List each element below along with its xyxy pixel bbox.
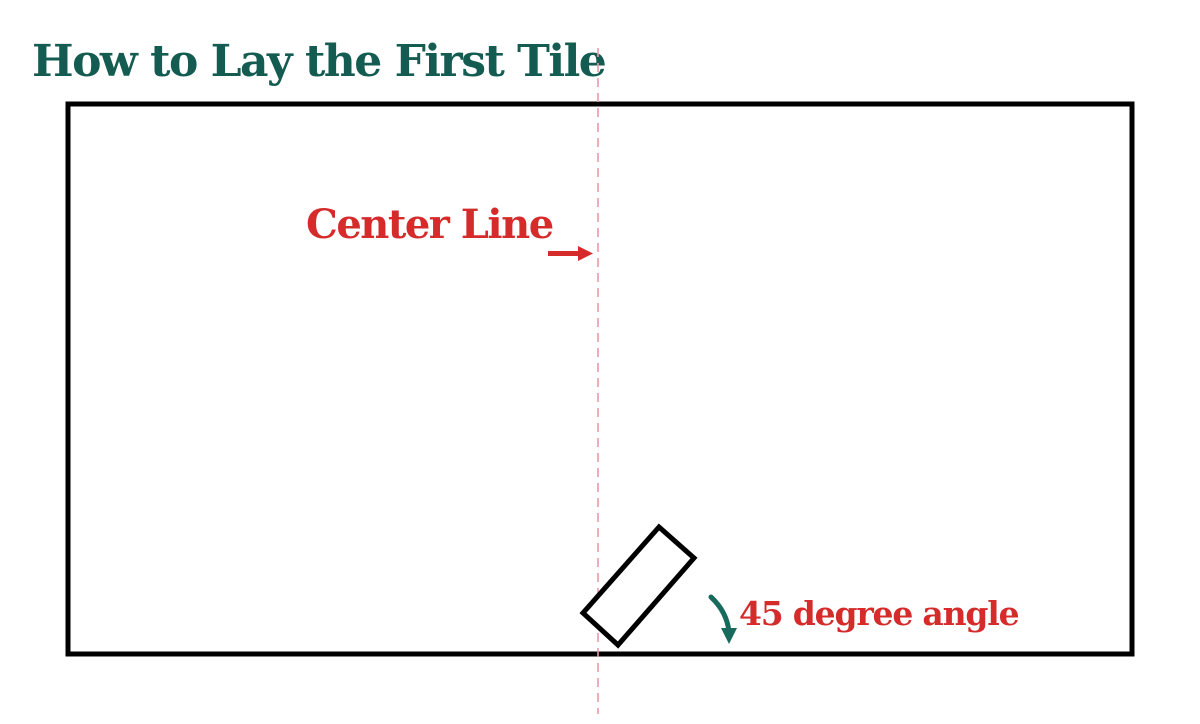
room-outline	[65, 101, 1135, 657]
rotation-arrow-icon	[708, 594, 737, 644]
center-line-arrow-icon	[548, 246, 593, 261]
first-tile	[579, 523, 698, 649]
diagram-title: How to Lay the First Tile	[32, 36, 607, 87]
angle-label: 45 degree angle	[739, 594, 1020, 633]
center-line-label: Center Line	[306, 201, 554, 248]
